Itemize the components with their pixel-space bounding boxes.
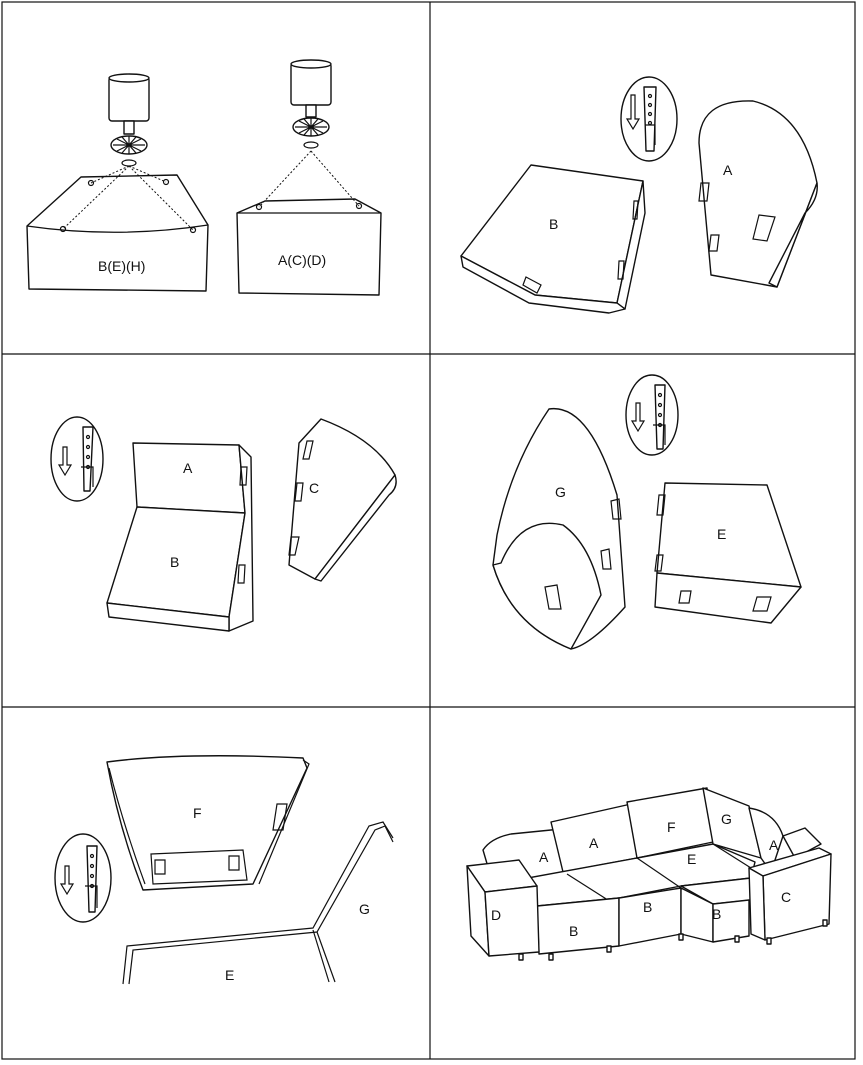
- sofa-label-seat-b1: B: [569, 923, 578, 939]
- sofa-label-back-a3: A: [769, 837, 779, 853]
- label-corner: G: [555, 484, 566, 500]
- attach-corner-drawing: G E: [492, 374, 802, 650]
- down-arrow-icon: [630, 402, 646, 433]
- seat-box-diagram: [26, 165, 209, 292]
- seat-and-corner-outline: [122, 821, 394, 985]
- label-back: A: [183, 460, 193, 476]
- sofa-label-back-a1: A: [539, 849, 549, 865]
- seat-cushion-b: [460, 164, 646, 314]
- sofa-label-seat-e: E: [687, 851, 696, 867]
- label-left-module: B(E)(H): [98, 258, 145, 274]
- sofa-label-arm-c: C: [781, 889, 791, 905]
- sofa-label-seat-b2: B: [643, 899, 652, 915]
- panel-leg-installation: B(E)(H) A(C)(D): [3, 3, 429, 353]
- sofa-leg-icon: [290, 59, 332, 149]
- connector-bracket-icon: [54, 833, 112, 923]
- sofa-label-back-f: F: [667, 819, 676, 835]
- down-arrow-icon: [625, 94, 641, 131]
- down-arrow-icon: [59, 865, 75, 896]
- armrest-c: [288, 418, 397, 582]
- panel-attach-back-to-seat: B A: [431, 3, 855, 353]
- label-back: A: [723, 162, 733, 178]
- label-seat: E: [225, 967, 234, 983]
- back-and-seat-module: [106, 442, 254, 632]
- label-seat: E: [717, 526, 726, 542]
- corner-module-g: [492, 407, 626, 650]
- panel-final-assembly: A A F G A E D B B B C: [431, 708, 855, 1058]
- label-seat: B: [549, 216, 558, 232]
- leg-installation-drawing: B(E)(H) A(C)(D): [26, 59, 382, 296]
- down-arrow-icon: [57, 446, 73, 477]
- back-box-diagram: [236, 150, 382, 296]
- sofa-label-corner-g: G: [721, 811, 732, 827]
- sofa-label-arm-d: D: [491, 907, 501, 923]
- attach-arm-drawing: A B C: [50, 416, 397, 632]
- backrest-f: [106, 755, 310, 891]
- label-arm: C: [309, 480, 319, 496]
- panel-attach-back-f: F G E: [3, 708, 429, 1058]
- seat-cushion-e: [654, 482, 802, 624]
- sofa-label-seat-b3: B: [712, 906, 721, 922]
- label-seat: B: [170, 554, 179, 570]
- connector-bracket-icon: [50, 416, 104, 502]
- assembled-sofa: [466, 787, 832, 961]
- connector-bracket-icon: [625, 374, 679, 456]
- attach-back-f-drawing: F G E: [54, 755, 394, 985]
- backrest-a: [698, 100, 818, 288]
- sofa-leg-icon: [108, 73, 150, 167]
- label-back: F: [193, 805, 202, 821]
- attach-back-drawing: B A: [460, 76, 818, 314]
- sofa-label-back-a2: A: [589, 835, 599, 851]
- panel-attach-corner: G E: [431, 355, 855, 706]
- label-right-module: A(C)(D): [278, 252, 326, 268]
- panel-attach-arm: A B C: [3, 355, 429, 706]
- assembled-sofa-drawing: A A F G A E D B B B C: [466, 787, 832, 961]
- label-corner: G: [359, 901, 370, 917]
